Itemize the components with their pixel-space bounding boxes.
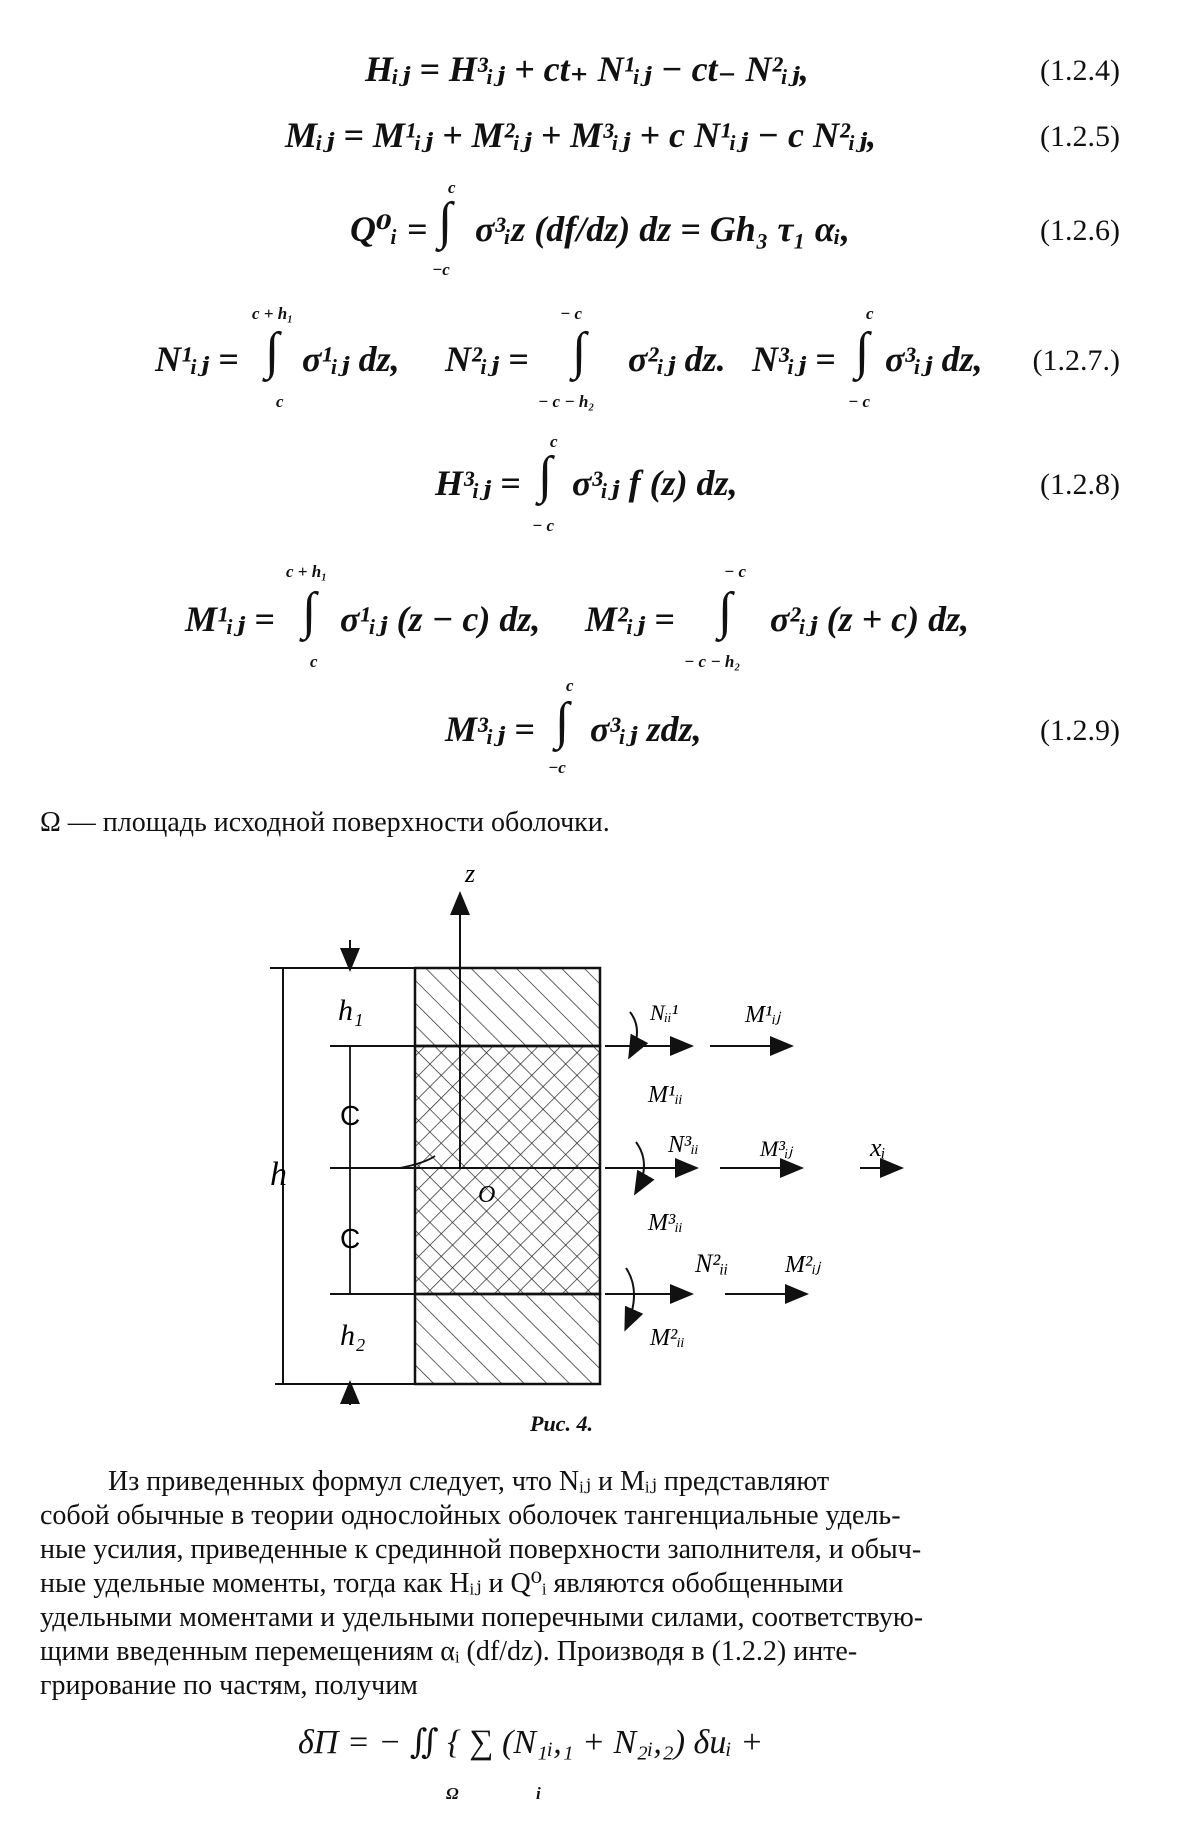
integral-upper-limit: − c [560,304,583,323]
paragraph-line: удельными моментами и удельными поперечн… [40,1602,924,1633]
integral-lower-limit: − c [532,516,555,535]
omega-subscript: Ω [446,1784,459,1803]
integral-upper-limit: c + h₁ [286,562,328,581]
equation-lhs: H³ᵢⱼ = [435,463,521,503]
equation-1-2-6: Q⁰ᵢ = ∫ c −c σ³ᵢz (df/dz) dz = Gh₃ τ₁ αᵢ… [0,178,1200,279]
equation-body: σ²ᵢⱼ dz. [628,339,726,379]
label-M2ij: M²ᵢⱼ [784,1252,822,1278]
integral-sign: ∫ [538,447,553,504]
integral-sign: ∫ [302,583,317,640]
integral-lower-limit: −c [548,758,566,777]
equation-number: (1.2.6) [1040,214,1120,247]
equation-number: (1.2.8) [1040,468,1120,501]
equation-formula: Hᵢⱼ = H³ᵢⱼ + ct₊ N¹ᵢⱼ − ct₋ N²ᵢⱼ, [365,49,809,89]
core-filler-layer [413,1044,602,1296]
equation-body: σ¹ᵢⱼ dz, [302,339,400,379]
equation-number: (1.2.9) [1040,714,1120,747]
equation-body: σ³ᵢⱼ f (z) dz, [572,463,738,503]
label-xi: xᵢ [869,1133,886,1162]
equation-lhs: M³ᵢⱼ = [445,709,535,749]
equation-body: σ³ᵢⱼ dz, [885,339,983,379]
equation-1-2-5: Mᵢⱼ = M¹ᵢⱼ + M²ᵢⱼ + M³ᵢⱼ + c N¹ᵢⱼ − c N²… [0,114,1200,174]
integral-sign: ∫ [718,583,733,640]
h-label: h [270,1156,287,1193]
integral-sign: ∫ [855,323,870,380]
label-N3ii: N³ᵢᵢ [667,1132,699,1158]
paragraph-line: щими введенным перемещениям αᵢ (df/dz). … [40,1636,858,1667]
integral-lower-limit: − c − h₂ [538,392,595,411]
equation-1-2-4: Hᵢⱼ = H³ᵢⱼ + ct₊ N¹ᵢⱼ − ct₋ N²ᵢⱼ, (1.2.4… [0,48,1200,108]
integral-sign: ∫ [265,323,280,380]
integral-upper-limit: c [866,304,874,323]
equation-lhs: N³ᵢⱼ = [752,339,836,379]
integral-upper-limit: c + h₁ [252,304,294,323]
equation-1-2-9-line1: M¹ᵢⱼ = ∫ c + h₁ c σ¹ᵢⱼ (z − c) dz, M²ᵢⱼ … [0,560,1200,671]
paragraph-line: ные удельные моменты, тогда как Hᵢⱼ и Q⁰… [40,1568,844,1599]
equation-formula: Mᵢⱼ = M¹ᵢⱼ + M²ᵢⱼ + M³ᵢⱼ + c N¹ᵢⱼ − c N²… [285,115,877,155]
integral-lower-limit: c [276,392,284,411]
label-M1ij: M¹ᵢⱼ [744,1002,782,1028]
integral-lower-limit: − c − h₂ [684,652,741,671]
variation-equation: δΠ = − ∬ { ∑ (N₁ᵢ,₁ + N₂ᵢ,₂) δuᵢ + [298,1724,764,1761]
c-upper-label: C [340,1100,360,1131]
sum-subscript: i [536,1784,541,1803]
equation-body: σ³ᵢz (df/dz) dz = Gh₃ τ₁ αᵢ, [475,209,850,249]
paragraph-line: собой обычные в теории однослойных оболо… [40,1500,901,1531]
equation-lhs: N²ᵢⱼ = [445,339,529,379]
paragraph-line: грирование по частям, получим [40,1670,418,1701]
lower-face-layer [413,1292,602,1386]
integral-upper-limit: c [448,178,456,197]
omega-definition: Ω — площадь исходной поверхности оболочк… [40,807,610,838]
integral-lower-limit: − c [848,392,871,411]
equation-body: σ¹ᵢⱼ (z − c) dz, [340,599,541,639]
label-N1ii: Nᵢᵢ¹ [649,1000,678,1025]
equation-lhs: M¹ᵢⱼ = [185,599,275,639]
integral-upper-limit: c [550,432,558,451]
label-M1ii: M¹ᵢᵢ [647,1082,683,1108]
equation-lhs: Q⁰ᵢ = [350,209,428,249]
equation-number: (1.2.4) [1040,54,1120,87]
c-lower-label: C [340,1223,360,1254]
integral-lower-limit: −c [432,260,450,279]
paragraph-line: ные усилия, приведенные к срединной пове… [40,1534,922,1565]
z-axis-label: z [464,859,475,888]
equation-1-2-9: M³ᵢⱼ = ∫ c −c σ³ᵢⱼ zdz, (1.2.9) [0,676,1200,780]
equation-body: σ³ᵢⱼ zdz, [590,709,702,749]
equation-lhs: N¹ᵢⱼ = [155,339,239,379]
integral-lower-limit: c [310,652,318,671]
paragraph-line: Из приведенных формул следует, что Nᵢⱼ и… [108,1466,830,1497]
origin-label: O [478,1182,495,1208]
equation-lhs: M²ᵢⱼ = [585,599,675,639]
label-M2ii: M²ᵢᵢ [649,1325,685,1351]
equation-number: (1.2.7.) [1032,344,1120,377]
equation-1-2-8: H³ᵢⱼ = ∫ c − c σ³ᵢⱼ f (z) dz, (1.2.8) [0,432,1200,535]
h2-label: h₂ [340,1319,365,1352]
integral-sign: ∫ [438,193,453,250]
label-M3ij: M³ᵢⱼ [759,1136,793,1161]
label-M3ii: M³ᵢᵢ [647,1210,683,1236]
integral-upper-limit: c [566,676,574,695]
integral-sign: ∫ [572,323,587,380]
equation-number: (1.2.5) [1040,120,1120,153]
equation-body: σ²ᵢⱼ (z + c) dz, [770,599,970,639]
label-N2ii: N²ᵢᵢ [694,1249,728,1278]
integral-upper-limit: − c [724,562,747,581]
h1-label: h₁ [338,994,363,1027]
integral-sign: ∫ [555,693,570,750]
upper-face-layer [413,966,602,1048]
figure-caption: Рис. 4. [530,1411,593,1436]
equation-1-2-7: N¹ᵢⱼ = ∫ c + h₁ c σ¹ᵢⱼ dz, N²ᵢⱼ = ∫ − c … [0,300,1200,411]
